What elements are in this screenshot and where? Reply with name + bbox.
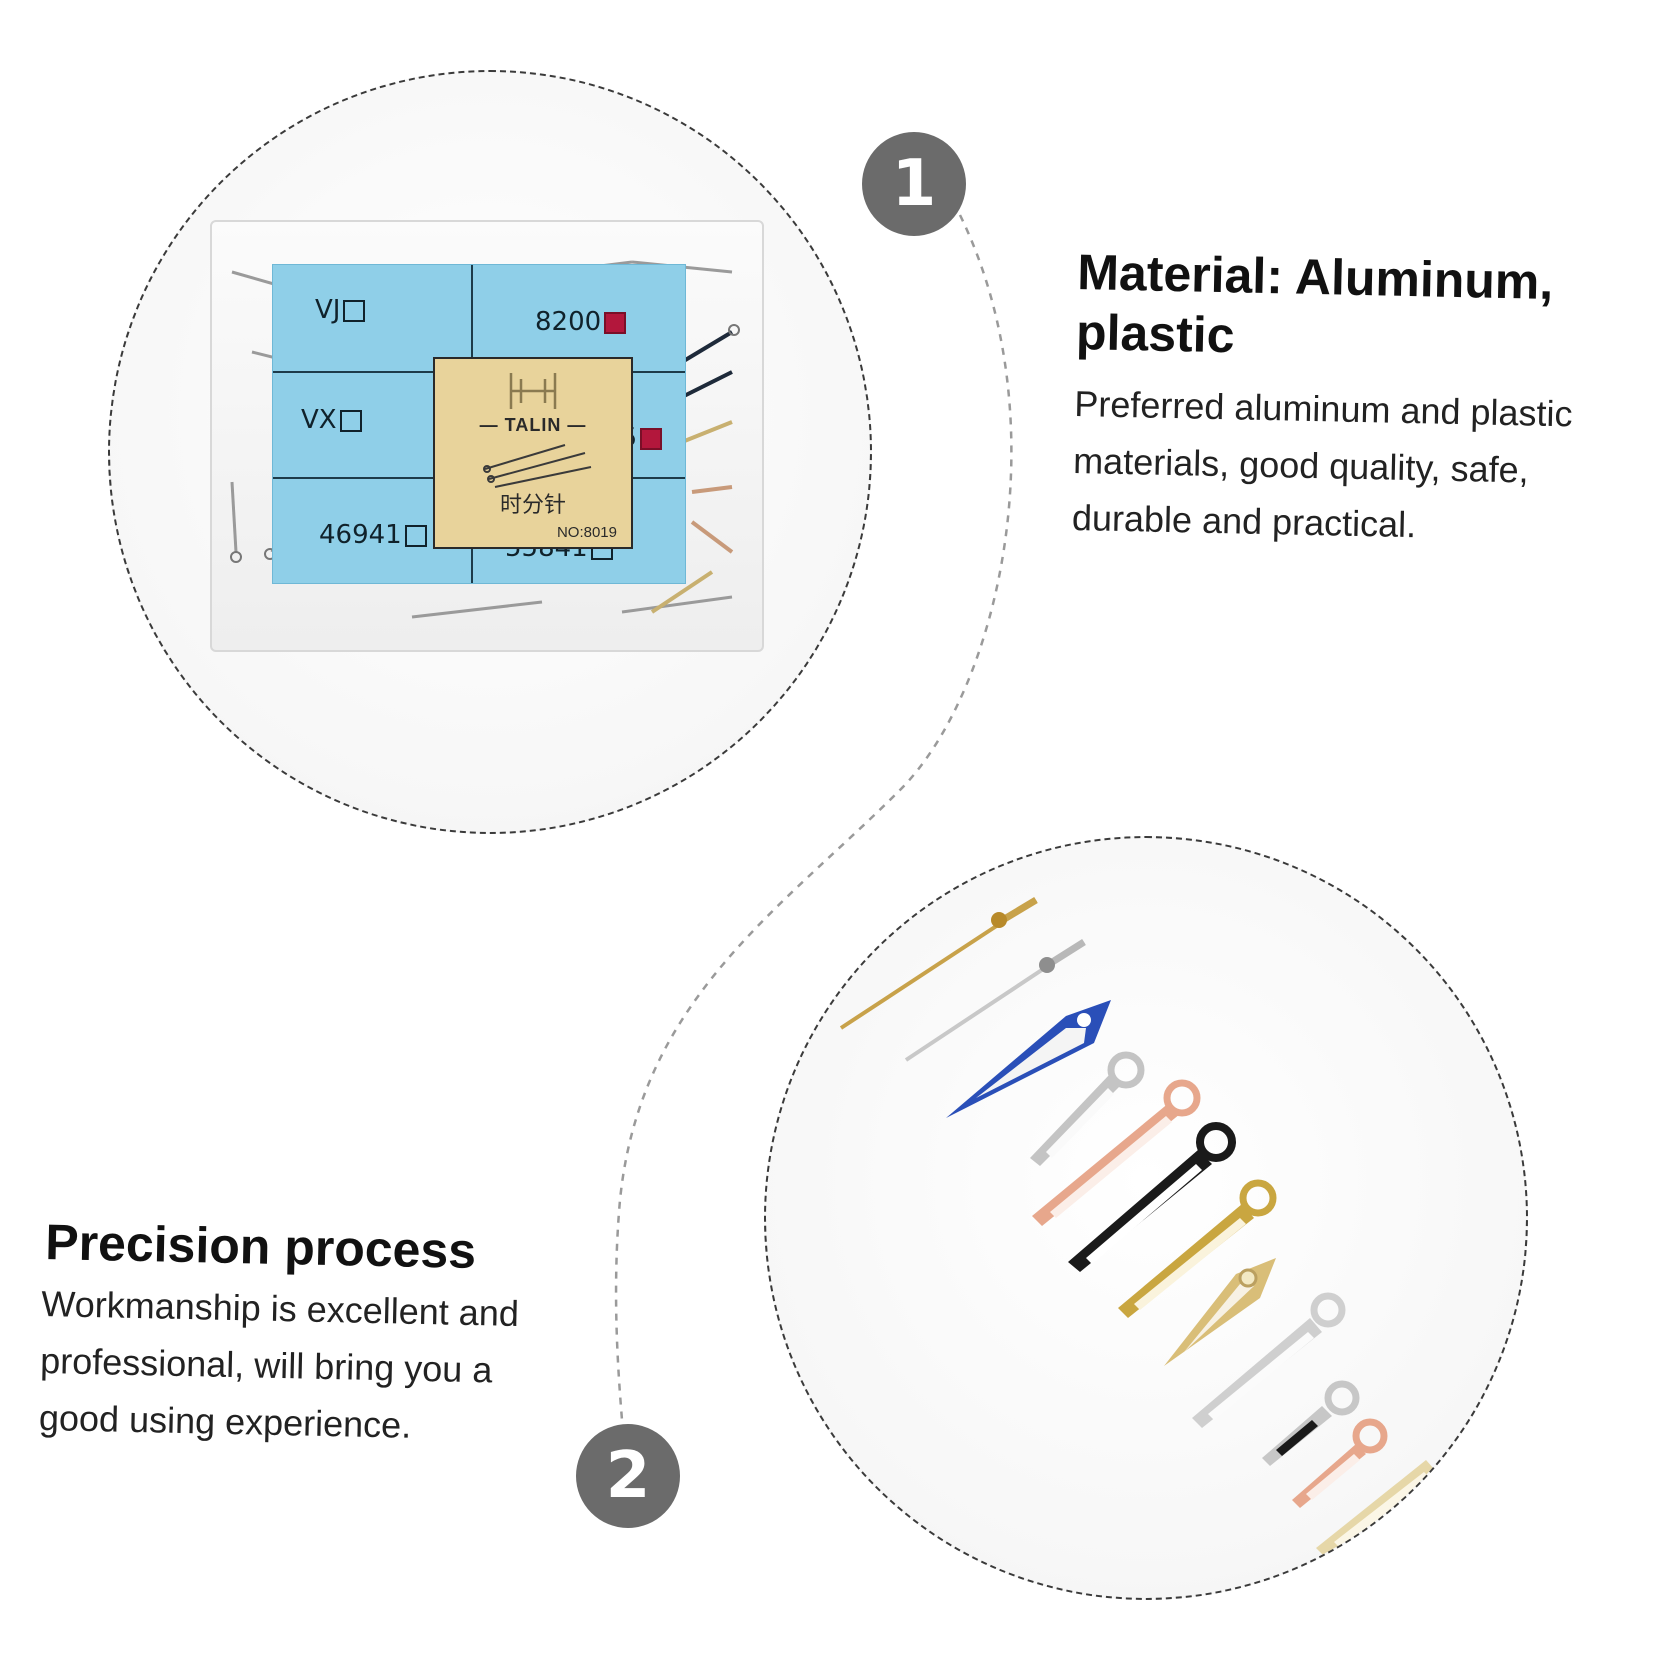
cell-vx: VX bbox=[301, 405, 362, 435]
section-1-body: Preferred aluminum and plastic materials… bbox=[1071, 382, 1573, 546]
cell-8200: 8200 bbox=[535, 307, 627, 337]
label-card: VJ 8200 VX 8205 46941 55841 bbox=[272, 264, 686, 584]
step-1-badge: 1 bbox=[862, 132, 966, 236]
checked-box-icon bbox=[640, 427, 663, 450]
checkbox-icon bbox=[404, 524, 427, 547]
talin-logo-icon bbox=[509, 373, 557, 409]
checkbox-icon bbox=[339, 409, 362, 432]
section-2-body: Workmanship is excellent and professiona… bbox=[38, 1282, 520, 1446]
watch-hands-image-circle bbox=[764, 836, 1528, 1600]
watch-hands-icon bbox=[483, 444, 592, 488]
product-box: VJ 8200 VX 8205 46941 55841 bbox=[210, 220, 764, 652]
cell-46941: 46941 bbox=[319, 520, 427, 550]
checked-box-icon bbox=[604, 311, 627, 334]
brand-name: — TALIN — bbox=[479, 415, 587, 435]
cell-vj: VJ bbox=[315, 295, 366, 325]
brand-label: — TALIN — 时分针 NO:8019 bbox=[433, 357, 633, 549]
checkbox-icon bbox=[343, 299, 366, 322]
model-number: NO:8019 bbox=[556, 524, 617, 541]
gold-second-hand bbox=[839, 896, 1038, 1030]
product-box-image-circle: VJ 8200 VX 8205 46941 55841 bbox=[108, 70, 872, 834]
section-1-heading: Material: Aluminum, plastic bbox=[1075, 243, 1554, 364]
watch-hands-graphic bbox=[839, 896, 1442, 1560]
chinese-label: 时分针 bbox=[499, 493, 566, 518]
step-2-badge: 2 bbox=[576, 1424, 680, 1528]
section-2-heading: Precision process bbox=[44, 1213, 477, 1280]
